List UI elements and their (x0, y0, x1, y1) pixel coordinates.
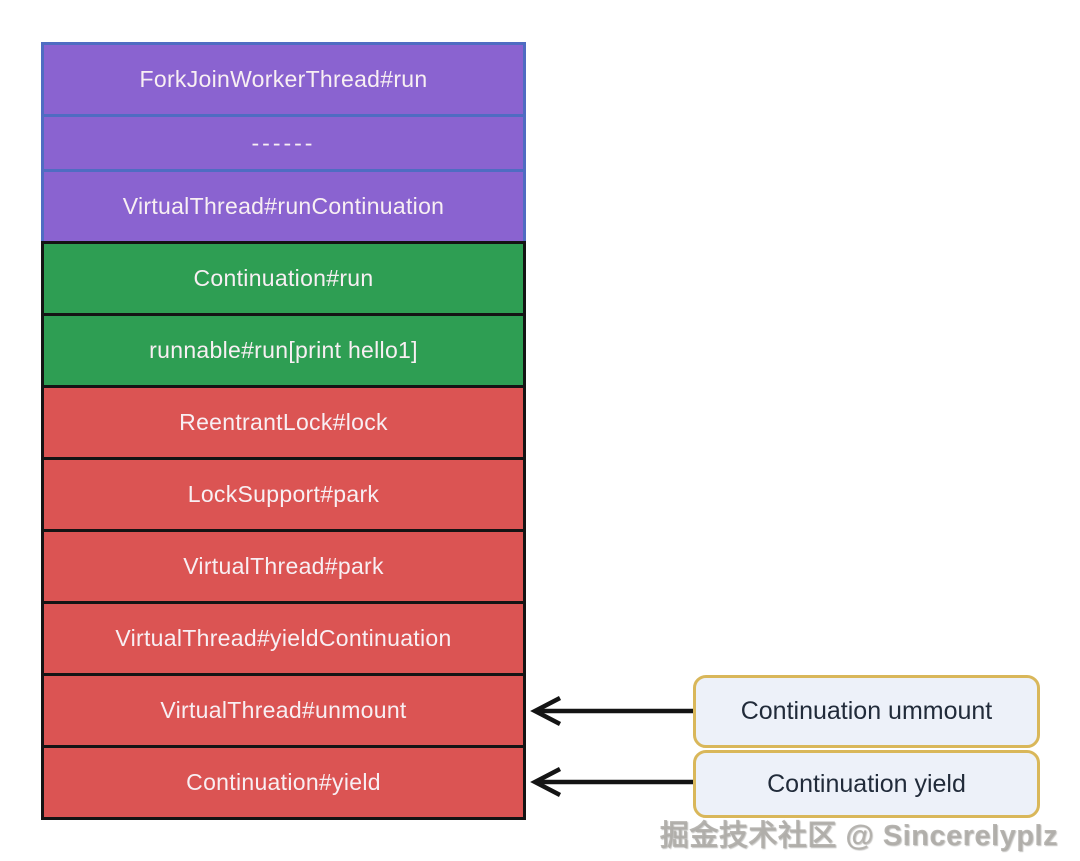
call-stack: ForkJoinWorkerThread#run ------ VirtualT… (41, 42, 526, 820)
stack-frame-reentrantlock-lock: ReentrantLock#lock (41, 385, 526, 460)
stack-frame-label: VirtualThread#unmount (160, 697, 407, 723)
stack-frame-label: ------ (251, 129, 316, 156)
stack-frame-elided-frames: ------ (41, 114, 526, 172)
stack-frame-continuation-run: Continuation#run (41, 241, 526, 316)
stack-frame-virtualthread-unmount: VirtualThread#unmount (41, 673, 526, 748)
stack-frame-virtualthread-park: VirtualThread#park (41, 529, 526, 604)
stack-frame-virtualthread-runcontinuation: VirtualThread#runContinuation (41, 169, 526, 244)
watermark: 掘金技术社区 @ Sincerelyplz (659, 820, 1058, 852)
stack-frame-locksupport-park: LockSupport#park (41, 457, 526, 532)
stack-frame-label: Continuation#yield (186, 769, 381, 795)
callout-continuation-yield: Continuation yield (693, 750, 1040, 818)
callout-label: Continuation ummount (740, 697, 993, 725)
stack-frame-runnable-run: runnable#run[print hello1] (41, 313, 526, 388)
stack-frame-label: VirtualThread#yieldContinuation (115, 625, 452, 651)
stack-frame-virtualthread-yieldcontinuation: VirtualThread#yieldContinuation (41, 601, 526, 676)
left-arrow-icon (527, 765, 697, 799)
stack-frame-label: ReentrantLock#lock (179, 409, 388, 435)
stack-frame-label: VirtualThread#runContinuation (122, 193, 445, 219)
stack-frame-label: LockSupport#park (187, 481, 380, 507)
stack-frame-label: ForkJoinWorkerThread#run (139, 66, 428, 92)
stack-frame-label: runnable#run[print hello1] (149, 337, 418, 363)
stack-frame-continuation-yield: Continuation#yield (41, 745, 526, 820)
stack-frame-label: Continuation#run (193, 265, 374, 291)
stack-frame-label: VirtualThread#park (183, 553, 384, 579)
callout-continuation-unmount: Continuation ummount (693, 675, 1040, 748)
stack-frame-forkjoinworkerthread-run: ForkJoinWorkerThread#run (41, 42, 526, 117)
callout-label: Continuation yield (767, 769, 966, 798)
left-arrow-icon (527, 694, 697, 728)
